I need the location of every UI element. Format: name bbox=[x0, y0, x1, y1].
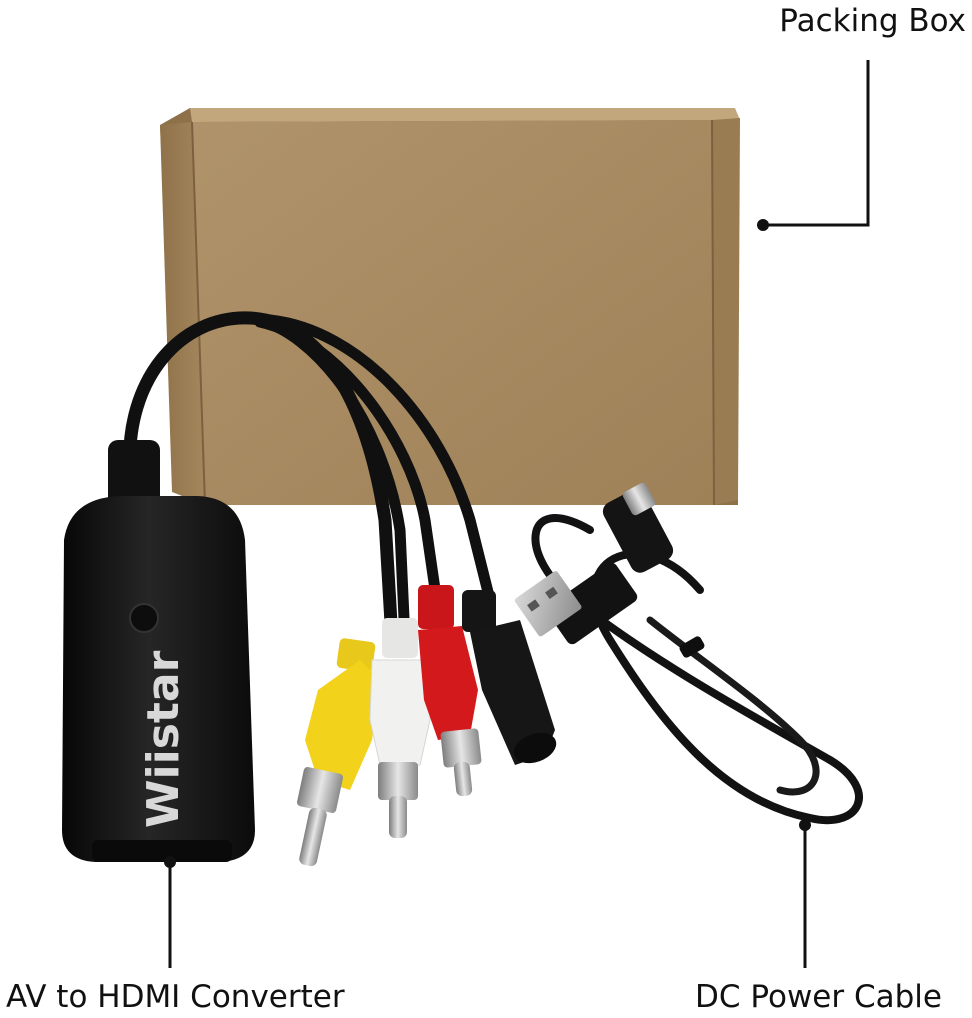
box-front-face bbox=[192, 120, 714, 505]
packing-box-label: Packing Box bbox=[779, 3, 966, 39]
rca-plug-red bbox=[418, 585, 482, 797]
box-top-flap bbox=[190, 108, 740, 122]
box-fold-line bbox=[711, 119, 715, 506]
usb-a-plug bbox=[514, 563, 638, 645]
converter-label: AV to HDMI Converter bbox=[6, 979, 345, 1015]
packing-box bbox=[160, 108, 740, 506]
box-fold-line bbox=[191, 121, 206, 506]
dc-power-cable bbox=[514, 482, 863, 825]
rca-plug-yellow bbox=[297, 638, 380, 867]
rca-plug-white bbox=[369, 618, 431, 838]
av-hdmi-converter: Wiistar bbox=[62, 440, 255, 862]
dc-barrel-plug bbox=[602, 489, 674, 573]
packing-box-callout-line bbox=[757, 60, 870, 231]
power-cable-callout-line bbox=[799, 819, 811, 968]
box-left-side bbox=[160, 122, 205, 505]
power-cable-label: DC Power Cable bbox=[695, 979, 942, 1015]
rca-cables bbox=[123, 311, 496, 647]
converter-callout-line bbox=[164, 856, 176, 968]
converter-button-icon bbox=[129, 603, 159, 633]
audio-socket-black bbox=[462, 590, 557, 765]
box-right-side bbox=[712, 118, 740, 505]
converter-brand-logo: Wiistar bbox=[138, 650, 189, 828]
